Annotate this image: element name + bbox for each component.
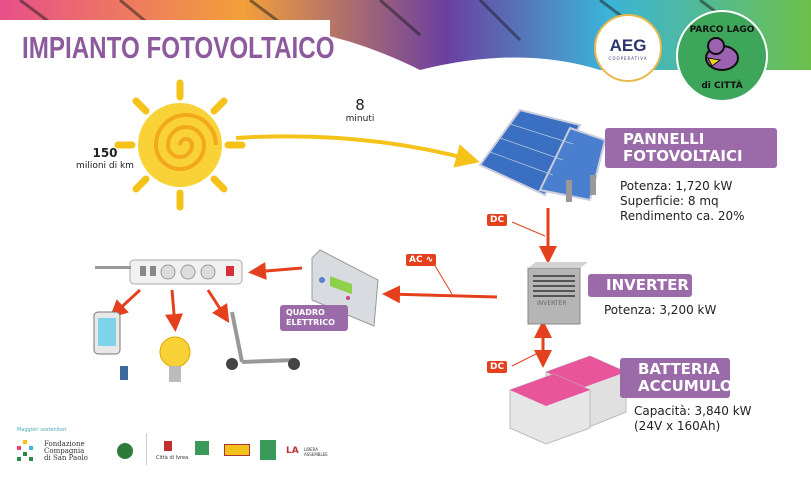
- strip-to-scooter-arrow: [206, 289, 230, 324]
- quadro-elettrico-icon: [311, 249, 379, 327]
- battery-icon: [509, 355, 627, 445]
- power-strip-icon: [95, 259, 243, 285]
- aeg-logo-text: AEG: [609, 35, 647, 55]
- panels-surface: Superficie: 8 mq: [620, 194, 719, 208]
- la-logo-sub: LIBERA ASSEMBLEE: [304, 447, 328, 457]
- ivrea-crest-icon: [164, 441, 172, 451]
- bird-icon: PARCO LAGO di CITTÀ: [690, 25, 755, 91]
- light-bulb-icon: [159, 336, 191, 382]
- inverter-device-label: INVERTER: [537, 300, 567, 307]
- sponsor-logo-leaf: [260, 440, 276, 460]
- sponsors-heading: Maggiori sostenitori: [17, 427, 67, 433]
- page-title: IMPIANTO FOTOVOLTAICO: [22, 30, 335, 65]
- sunlight-arrow: [235, 134, 480, 168]
- battery-config: (24V x 160Ah): [634, 419, 721, 433]
- panels-specs: Potenza: 1,720 kW Superficie: 8 mq Rendi…: [620, 179, 745, 224]
- strip-to-phone-arrow: [109, 288, 142, 319]
- svg-text:PARCO LAGO: PARCO LAGO: [690, 25, 755, 35]
- sponsor-logo-green: [195, 441, 209, 455]
- citta-ivrea: Città di Ivrea: [156, 455, 189, 461]
- battery-label-line2: ACCUMULO: [638, 377, 733, 395]
- distance-value: 150: [92, 146, 118, 160]
- sponsor-logo-yellow: [224, 444, 250, 456]
- header-artwork: [0, 0, 811, 110]
- battery-capacity: Capacità: 3,840 kW: [634, 404, 752, 418]
- phone-icon: [93, 311, 128, 380]
- quadro-to-strip-arrow: [248, 262, 303, 280]
- sun-distance: 150 milioni di km: [70, 147, 140, 173]
- sponsor-logo-round: [117, 443, 133, 459]
- panels-efficiency: Rendimento ca. 20%: [620, 209, 745, 223]
- compagnia-logo-icon: [17, 440, 33, 462]
- inverter-power: Potenza: 3,200 kW: [604, 303, 717, 317]
- dc-tag-battery: DC: [487, 361, 508, 373]
- distance-unit: milioni di km: [76, 161, 134, 171]
- parco-lago-logo: PARCO LAGO di CITTÀ: [676, 10, 768, 102]
- inverter-label: INVERTER: [588, 274, 692, 297]
- sponsor-line3: di San Paolo: [44, 454, 88, 462]
- compagnia-text: Fondazione Compagnia di San Paolo: [44, 441, 88, 462]
- quadro-label-line1: QUADRO: [286, 308, 325, 317]
- aeg-logo: AEG COOPERATIVA: [594, 14, 662, 82]
- panels-label: PANNELLI FOTOVOLTAICI: [605, 128, 777, 168]
- sponsor-line2: Compagnia: [44, 447, 85, 455]
- footer-divider: [146, 433, 147, 465]
- time-unit: minuti: [345, 114, 375, 124]
- sponsor-line1: Fondazione: [44, 440, 85, 448]
- solar-panel-icon: [478, 108, 607, 202]
- battery-label-line1: BATTERIA: [638, 360, 720, 378]
- ac-tag: AC ∿: [406, 254, 437, 266]
- light-travel-time: 8 minuti: [340, 98, 380, 126]
- battery-label: BATTERIA ACCUMULO: [620, 358, 733, 398]
- dc-tag-panel: DC: [487, 214, 508, 226]
- inverter-icon: [527, 262, 588, 325]
- panels-label-line1: PANNELLI: [623, 130, 705, 148]
- sun-icon: [114, 79, 246, 211]
- panels-power: Potenza: 1,720 kW: [620, 179, 733, 193]
- inverter-to-quadro-arrow: [382, 285, 498, 304]
- aeg-logo-subtext: COOPERATIVA: [608, 55, 648, 61]
- svg-text:di CITTÀ: di CITTÀ: [701, 79, 742, 91]
- battery-specs: Capacità: 3,840 kW (24V x 160Ah): [634, 404, 752, 434]
- panels-label-line2: FOTOVOLTAICI: [623, 147, 743, 165]
- quadro-label: QUADRO ELETTRICO: [280, 305, 348, 331]
- ac-tag-text: AC: [409, 255, 423, 265]
- la-logo: LA: [286, 446, 299, 456]
- time-value: 8: [355, 96, 365, 114]
- scooter-icon: [226, 311, 300, 370]
- quadro-label-line2: ELETTRICO: [286, 318, 335, 327]
- strip-to-bulb-arrow: [165, 289, 183, 332]
